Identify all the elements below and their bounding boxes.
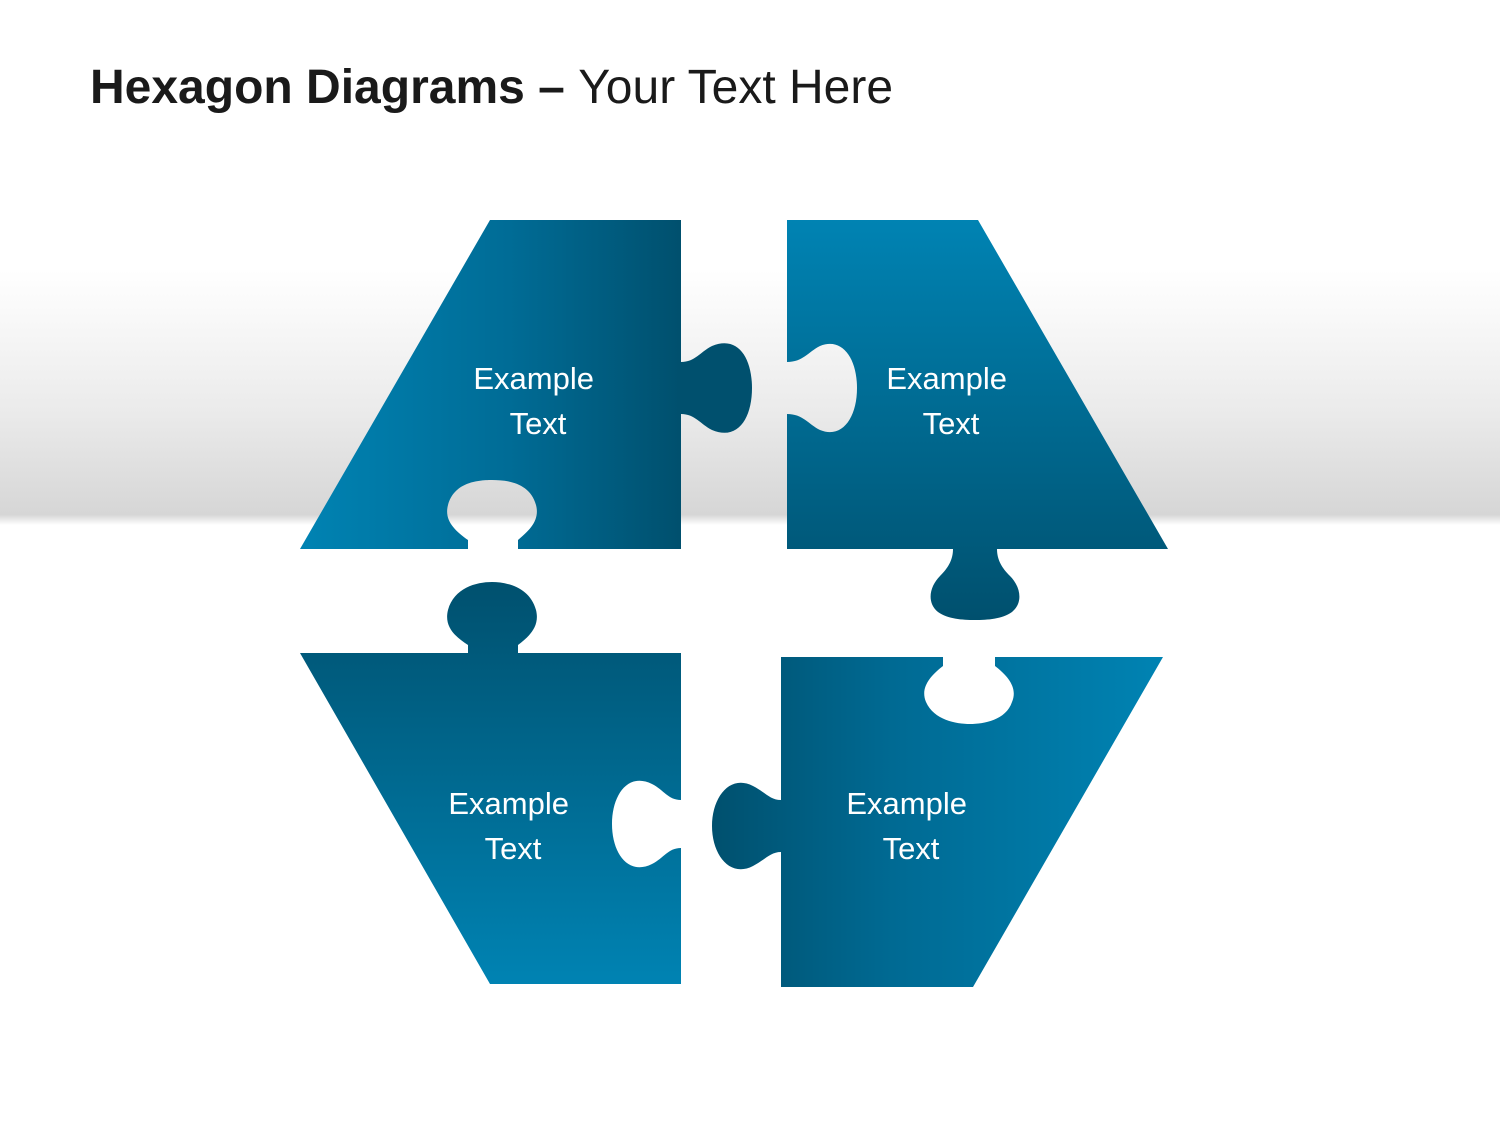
title-light: Your Text Here: [578, 61, 894, 114]
piece-top-right-line1: Example: [886, 361, 1007, 396]
piece-bottom-right-line1: Example: [846, 786, 967, 821]
piece-bottom-right: Example Text: [712, 657, 1163, 987]
page-title: Hexagon Diagrams – Your Text Here: [90, 61, 894, 115]
piece-bottom-left-line2: Text: [485, 831, 542, 866]
piece-top-left: Example Text: [300, 220, 752, 549]
piece-bottom-left-line1: Example: [448, 786, 569, 821]
piece-top-left-label: Example Text: [473, 361, 602, 441]
piece-top-left-line2: Text: [510, 406, 567, 441]
title-bold: Hexagon Diagrams: [90, 61, 525, 114]
piece-top-left-line1: Example: [473, 361, 594, 396]
title-dash: –: [524, 61, 579, 114]
piece-bottom-right-label: Example Text: [846, 786, 975, 866]
piece-bottom-left: Example Text: [300, 582, 681, 984]
piece-top-right: Example Text: [787, 220, 1168, 620]
piece-top-right-label: Example Text: [886, 361, 1015, 441]
piece-bottom-right-line2: Text: [883, 831, 940, 866]
piece-bottom-left-label: Example Text: [448, 786, 577, 866]
piece-top-right-line2: Text: [923, 406, 980, 441]
